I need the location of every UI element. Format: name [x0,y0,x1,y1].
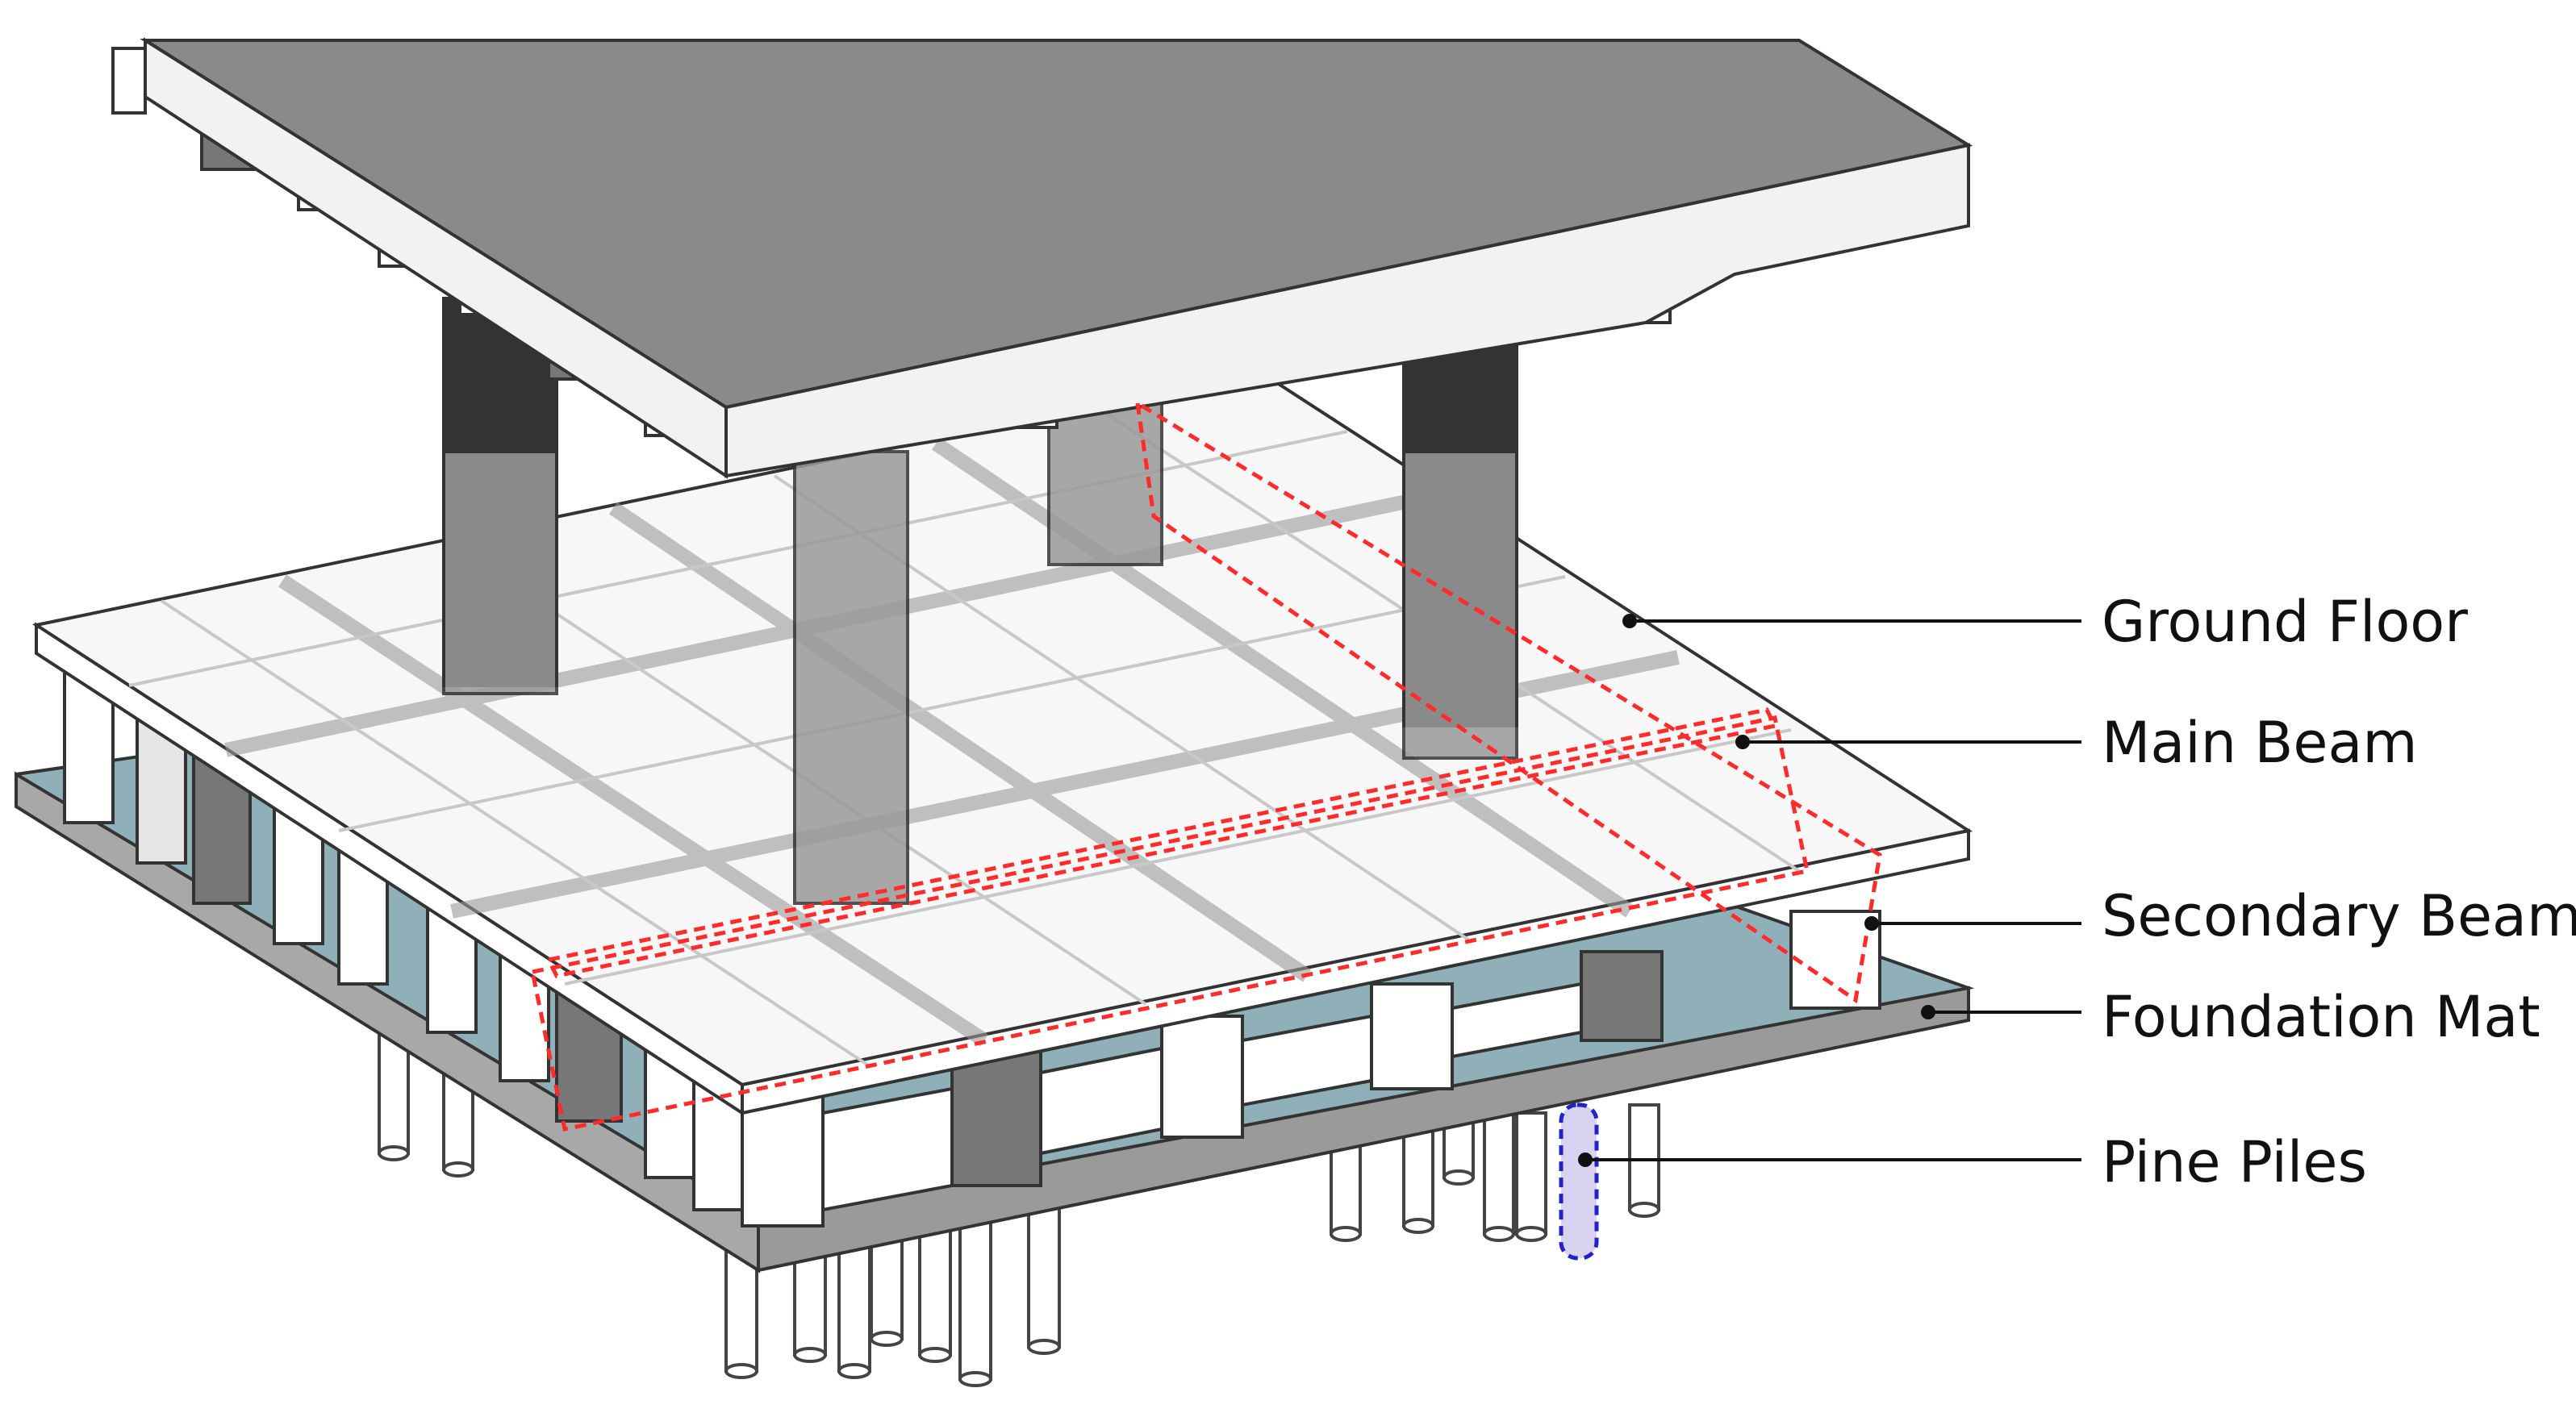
highlight-outlines [530,399,1882,1132]
pile [1515,1111,1547,1242]
columns [442,297,1518,905]
label-foundation-mat: Foundation Mat [2102,984,2541,1050]
secondary-beam-highlight [1134,399,1882,1004]
translucent-column [1047,402,1163,566]
label-main-beam: Main Beam [2102,710,2418,776]
pile-highlighted [1559,1102,1599,1261]
upper-floor-slab [111,37,1973,479]
pile [958,1208,992,1387]
pile [1628,1103,1660,1218]
main-beam-highlight-inner [545,707,1778,978]
translucent-column [793,450,909,905]
leader-lines [1578,614,2081,1167]
label-pine-piles: Pine Piles [2102,1129,2367,1195]
pile [378,1031,410,1161]
translucent-column [1402,450,1518,760]
label-secondary-beam: Secondary Beam [2102,883,2576,949]
main-beam-highlight [530,715,1810,1132]
pile [1483,1111,1515,1242]
label-ground-floor: Ground Floor [2102,589,2468,655]
translucent-column [442,450,558,695]
